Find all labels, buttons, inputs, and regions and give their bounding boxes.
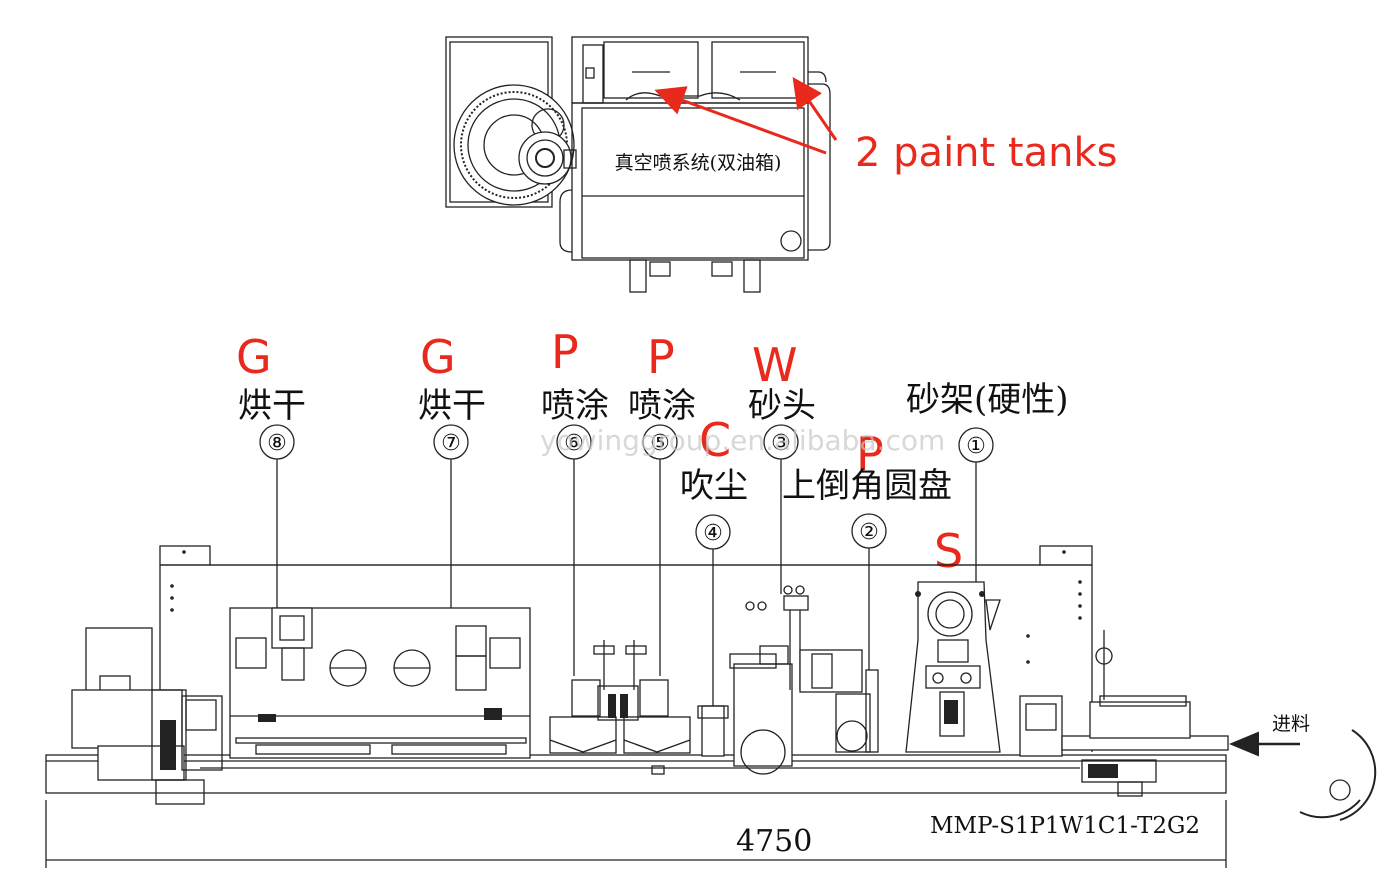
- station-1-number: ①: [966, 434, 986, 459]
- station-2-number: ②: [859, 520, 879, 545]
- station-8-letter: G: [236, 330, 272, 384]
- station-5-label: 喷涂: [628, 386, 696, 426]
- station-3-number: ③: [771, 431, 791, 456]
- edge-machine: [45, 545, 1377, 821]
- model-code: MMP-S1P1W1C1-T2G2: [930, 813, 1200, 839]
- station-1-letter: S: [934, 524, 963, 578]
- station-6-letter: P: [551, 325, 579, 379]
- station-5-number: ⑤: [650, 431, 670, 456]
- station-8-label: 烘干: [238, 386, 306, 426]
- paint-tanks-label: 2 paint tanks: [855, 130, 1117, 176]
- station-5-letter: P: [647, 330, 675, 384]
- vacuum-spray-system: 真空喷系统(双油箱): [445, 36, 831, 293]
- station-4-label: 吹尘: [680, 466, 748, 506]
- station-8-number: ⑧: [267, 431, 287, 456]
- station-6-label: 喷涂: [541, 386, 609, 426]
- dimension-value: 4750: [736, 824, 812, 859]
- station-4-number: ④: [703, 521, 723, 546]
- station-7-label: 烘干: [418, 386, 486, 426]
- station-2-label: 上倒角圆盘: [782, 466, 952, 506]
- station-1-label: 砂架(硬性): [906, 380, 1069, 420]
- vacuum-box-label: 真空喷系统(双油箱): [615, 152, 782, 174]
- station-7-letter: G: [420, 330, 456, 384]
- feed-label: 进料: [1272, 713, 1310, 735]
- station-2-letter: P: [856, 427, 884, 481]
- station-7-number: ⑦: [441, 431, 461, 456]
- watermark: yowinggroup.en.alibaba.com: [540, 424, 945, 457]
- paint-tank-arrows: [654, 77, 838, 155]
- station-3-label: 砂头: [748, 386, 816, 426]
- station-labels: G 烘干 ⑧ G 烘干 ⑦ P 喷涂 ⑥ P 喷涂 ⑤ W 砂头 ③ 砂架(硬性…: [236, 325, 1069, 578]
- leader-lines: [276, 459, 977, 706]
- station-3-letter: W: [752, 338, 797, 392]
- station-4-letter: C: [699, 413, 731, 467]
- station-6-number: ⑥: [564, 431, 584, 456]
- dimension-line: [45, 800, 1227, 868]
